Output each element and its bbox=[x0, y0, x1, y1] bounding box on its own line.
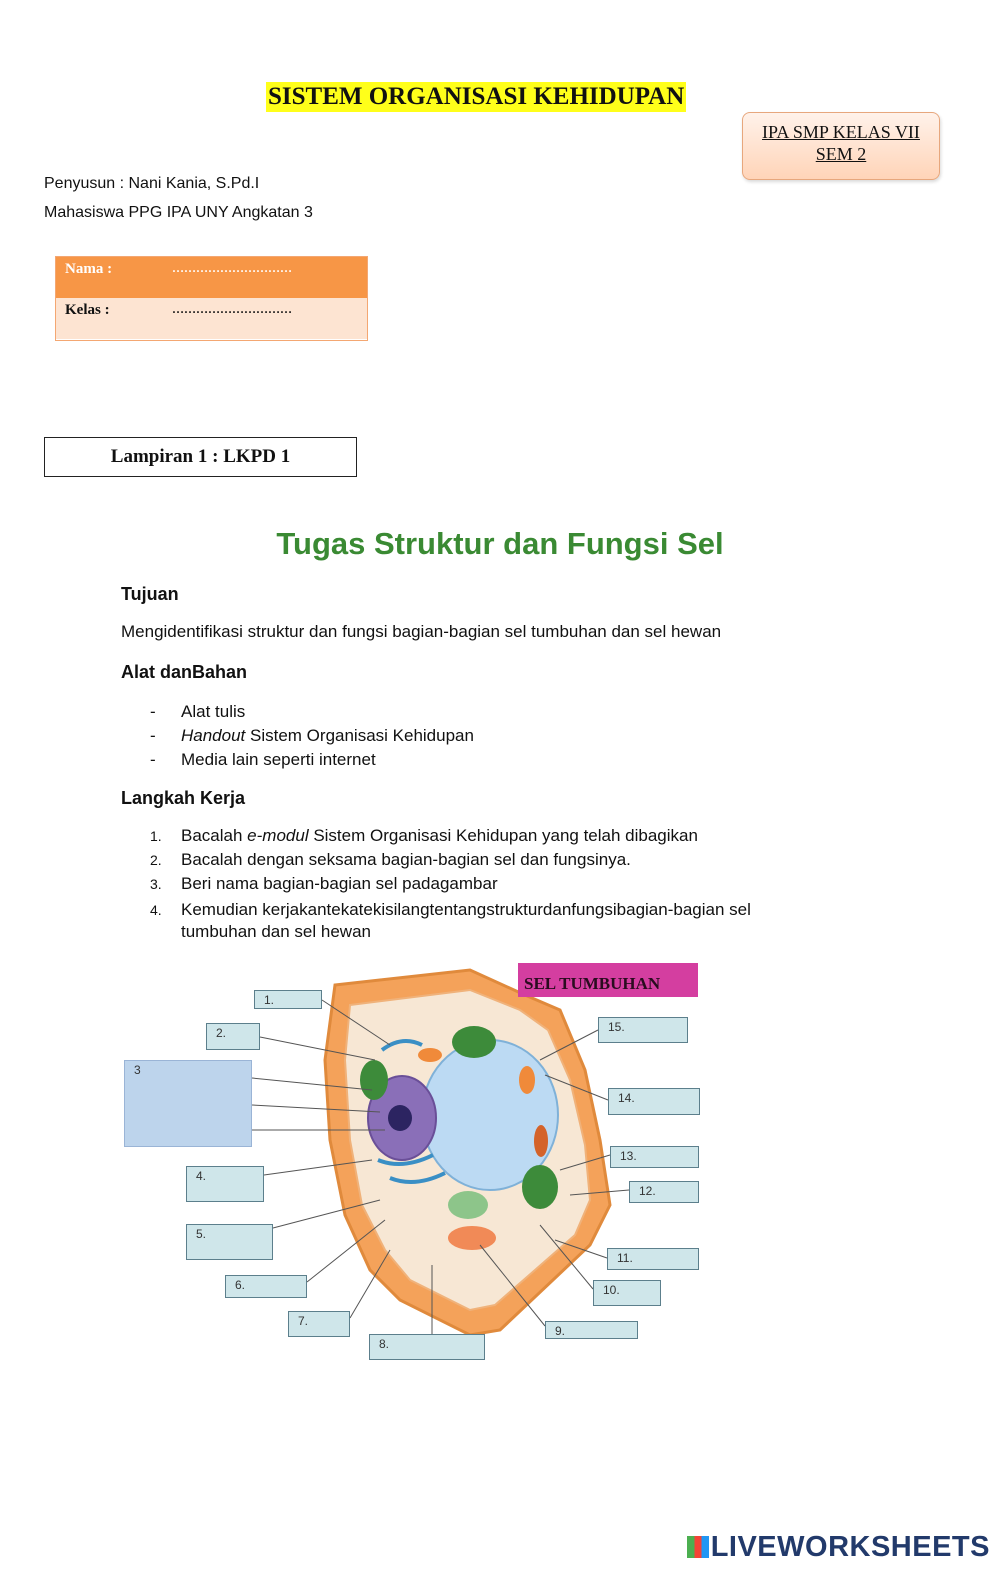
lampiran-label: Lampiran 1 : LKPD 1 bbox=[44, 437, 357, 477]
logo-text: LIVEWORKSHEETS bbox=[710, 1531, 990, 1563]
alat-heading: Alat danBahan bbox=[121, 662, 248, 682]
label-box-13[interactable]: 13. bbox=[610, 1146, 699, 1168]
nucleolus-shape bbox=[388, 1105, 412, 1131]
label-box-9[interactable]: 9. bbox=[545, 1321, 638, 1339]
label-box-14[interactable]: 14. bbox=[608, 1088, 700, 1115]
alat-item: -Media lain seperti internet bbox=[150, 750, 376, 769]
student-id-box: Nama : ………………………… Kelas : ………………………… bbox=[55, 256, 368, 341]
label-box-7[interactable]: 7. bbox=[288, 1311, 350, 1337]
label-box-6[interactable]: 6. bbox=[225, 1275, 307, 1298]
name-label: Nama : bbox=[65, 261, 113, 277]
class-field[interactable]: ………………………… bbox=[172, 302, 292, 316]
affiliation-line: Mahasiswa PPG IPA UNY Angkatan 3 bbox=[44, 204, 313, 221]
chloroplast-shape bbox=[522, 1165, 558, 1209]
class-label: Kelas : bbox=[65, 302, 110, 318]
er-shape bbox=[377, 1039, 446, 1184]
class-row: Kelas : ………………………… bbox=[56, 298, 367, 339]
name-field[interactable]: ………………………… bbox=[172, 261, 292, 275]
tujuan-text: Mengidentifikasi struktur dan fungsi bag… bbox=[121, 622, 722, 641]
label-box-3[interactable]: 3 bbox=[124, 1060, 252, 1147]
label-box-11[interactable]: 11. bbox=[607, 1248, 699, 1270]
alat-item: -Handout Sistem Organisasi Kehidupan bbox=[150, 726, 474, 745]
task-heading: Tugas Struktur dan Fungsi Sel bbox=[276, 526, 724, 561]
langkah-item: 3.Beri nama bagian-bagian sel padagambar bbox=[150, 874, 498, 893]
class-badge-line2: SEM 2 bbox=[815, 144, 867, 164]
author-line: Penyusun : Nani Kania, S.Pd.I bbox=[44, 175, 260, 192]
chloroplast-shape bbox=[452, 1026, 496, 1058]
class-badge-line1: IPA SMP KELAS VII bbox=[762, 122, 920, 142]
liveworksheets-logo: LIVEWORKSHEETS bbox=[686, 1531, 990, 1564]
golgi-shape bbox=[448, 1226, 496, 1250]
langkah-heading: Langkah Kerja bbox=[121, 788, 246, 808]
name-row: Nama : ………………………… bbox=[56, 257, 367, 298]
label-box-12[interactable]: 12. bbox=[629, 1181, 699, 1203]
worksheet-title: SISTEM ORGANISASI KEHIDUPAN bbox=[266, 82, 687, 112]
label-box-8[interactable]: 8. bbox=[369, 1334, 485, 1360]
label-box-4[interactable]: 4. bbox=[186, 1166, 264, 1202]
langkah-item: 4.Kemudian kerjakantekatekisilangtentang… bbox=[150, 900, 751, 919]
mitochondrion-shape bbox=[418, 1048, 442, 1062]
diagram-title: SEL TUMBUHAN bbox=[518, 963, 698, 997]
label-box-1[interactable]: 1. bbox=[254, 990, 322, 1009]
label-box-10[interactable]: 10. bbox=[593, 1280, 661, 1306]
chloroplast-shape bbox=[448, 1191, 488, 1219]
logo-icon bbox=[686, 1536, 709, 1558]
tujuan-heading: Tujuan bbox=[121, 584, 179, 604]
mitochondrion-shape bbox=[534, 1125, 548, 1157]
class-badge: IPA SMP KELAS VII SEM 2 bbox=[742, 112, 940, 180]
label-box-15[interactable]: 15. bbox=[598, 1017, 688, 1043]
label-box-2[interactable]: 2. bbox=[206, 1023, 260, 1050]
langkah-item: 1.Bacalah e-modul Sistem Organisasi Kehi… bbox=[150, 826, 698, 845]
label-box-5[interactable]: 5. bbox=[186, 1224, 273, 1260]
langkah-item-continued: tumbuhan dan sel hewan bbox=[181, 922, 371, 941]
mitochondrion-shape bbox=[519, 1066, 535, 1094]
langkah-item: 2.Bacalah dengan seksama bagian-bagian s… bbox=[150, 850, 631, 869]
alat-item: -Alat tulis bbox=[150, 702, 246, 721]
chloroplast-shape bbox=[360, 1060, 388, 1100]
